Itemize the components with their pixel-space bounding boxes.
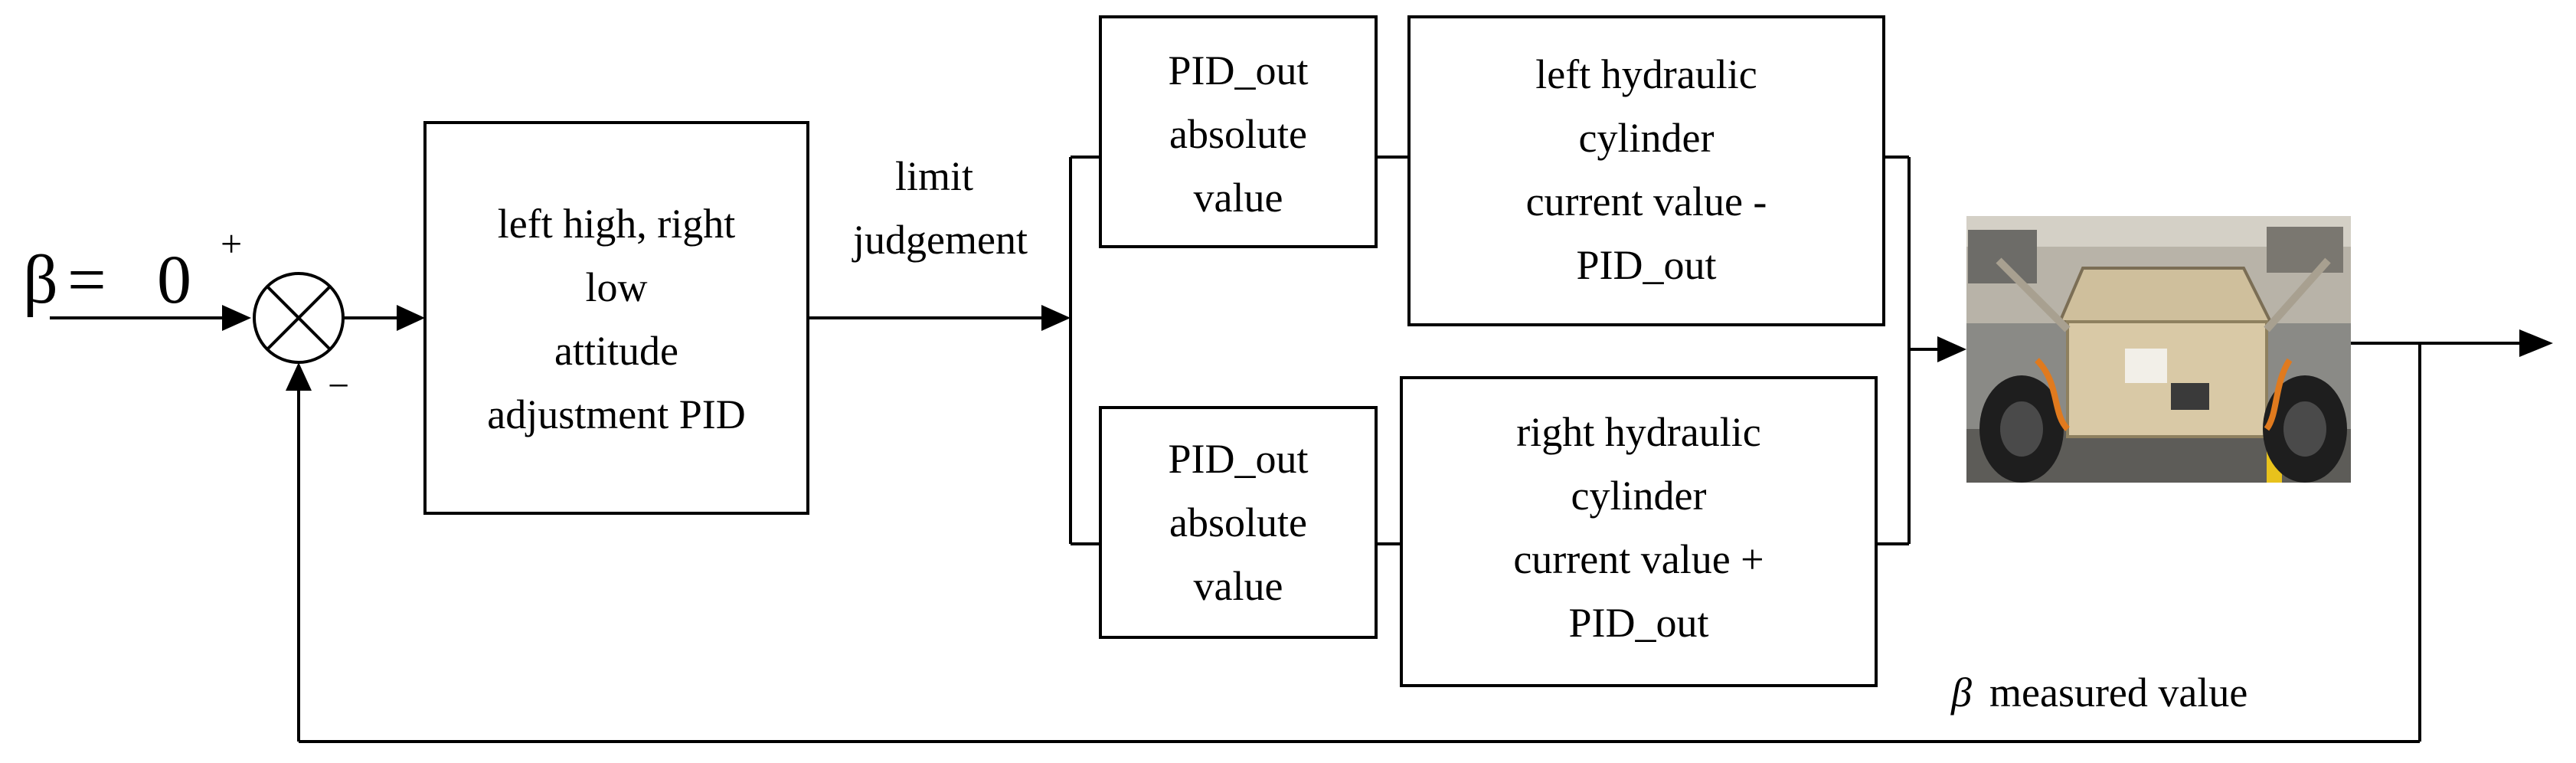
lower-abs-block [1099, 406, 1378, 639]
right-hydraulic-line-4: PID_out [1568, 600, 1708, 646]
left-hydraulic-block [1407, 15, 1885, 326]
controller-line-4: adjustment PID [487, 391, 745, 437]
controller-line-1: left high, right [498, 201, 735, 247]
input-arrow [222, 305, 251, 331]
lower-abs-line-2: absolute [1169, 499, 1307, 545]
controller-line-2: low [586, 264, 648, 310]
feedback-arrow [286, 362, 312, 391]
upper-abs-line-1: PID_out [1168, 47, 1308, 93]
vehicle-input-arrow [1937, 336, 1966, 362]
limit-label-line-2: judgement [852, 217, 1028, 263]
left-hydraulic-line-2: cylinder [1579, 115, 1715, 161]
right-hydraulic-line-1: right hydraulic [1516, 409, 1760, 455]
output-arrow [2519, 329, 2553, 357]
upper-abs-line-2: absolute [1169, 111, 1307, 157]
left-hydraulic-line-1: left hydraulic [1535, 51, 1757, 97]
split-arrow [1041, 305, 1071, 331]
input-equals: = [67, 242, 106, 318]
minus-sign: − [328, 364, 349, 407]
upper-abs-line-3: value [1194, 175, 1283, 221]
left-hydraulic-line-3: current value - [1526, 178, 1767, 224]
feedback-beta-symbol: β [1950, 670, 1972, 716]
controller-line-3: attitude [554, 328, 678, 374]
lower-abs-line-3: value [1194, 563, 1283, 609]
controller-block [423, 121, 809, 515]
input-value: 0 [157, 242, 191, 318]
lower-abs-line-1: PID_out [1168, 436, 1308, 482]
limit-label-line-1: limit [895, 153, 973, 199]
vehicle-photo [1966, 216, 2351, 483]
right-hydraulic-block [1400, 376, 1878, 687]
upper-abs-block [1099, 15, 1378, 248]
summing-junction [253, 272, 345, 364]
left-hydraulic-line-4: PID_out [1576, 242, 1716, 288]
input-beta-symbol: β [23, 242, 58, 318]
feedback-label: measured value [1989, 670, 2247, 716]
right-hydraulic-line-3: current value + [1513, 536, 1764, 582]
controller-input-arrow [397, 305, 425, 331]
right-hydraulic-line-2: cylinder [1571, 473, 1707, 519]
plus-sign: + [221, 222, 242, 265]
